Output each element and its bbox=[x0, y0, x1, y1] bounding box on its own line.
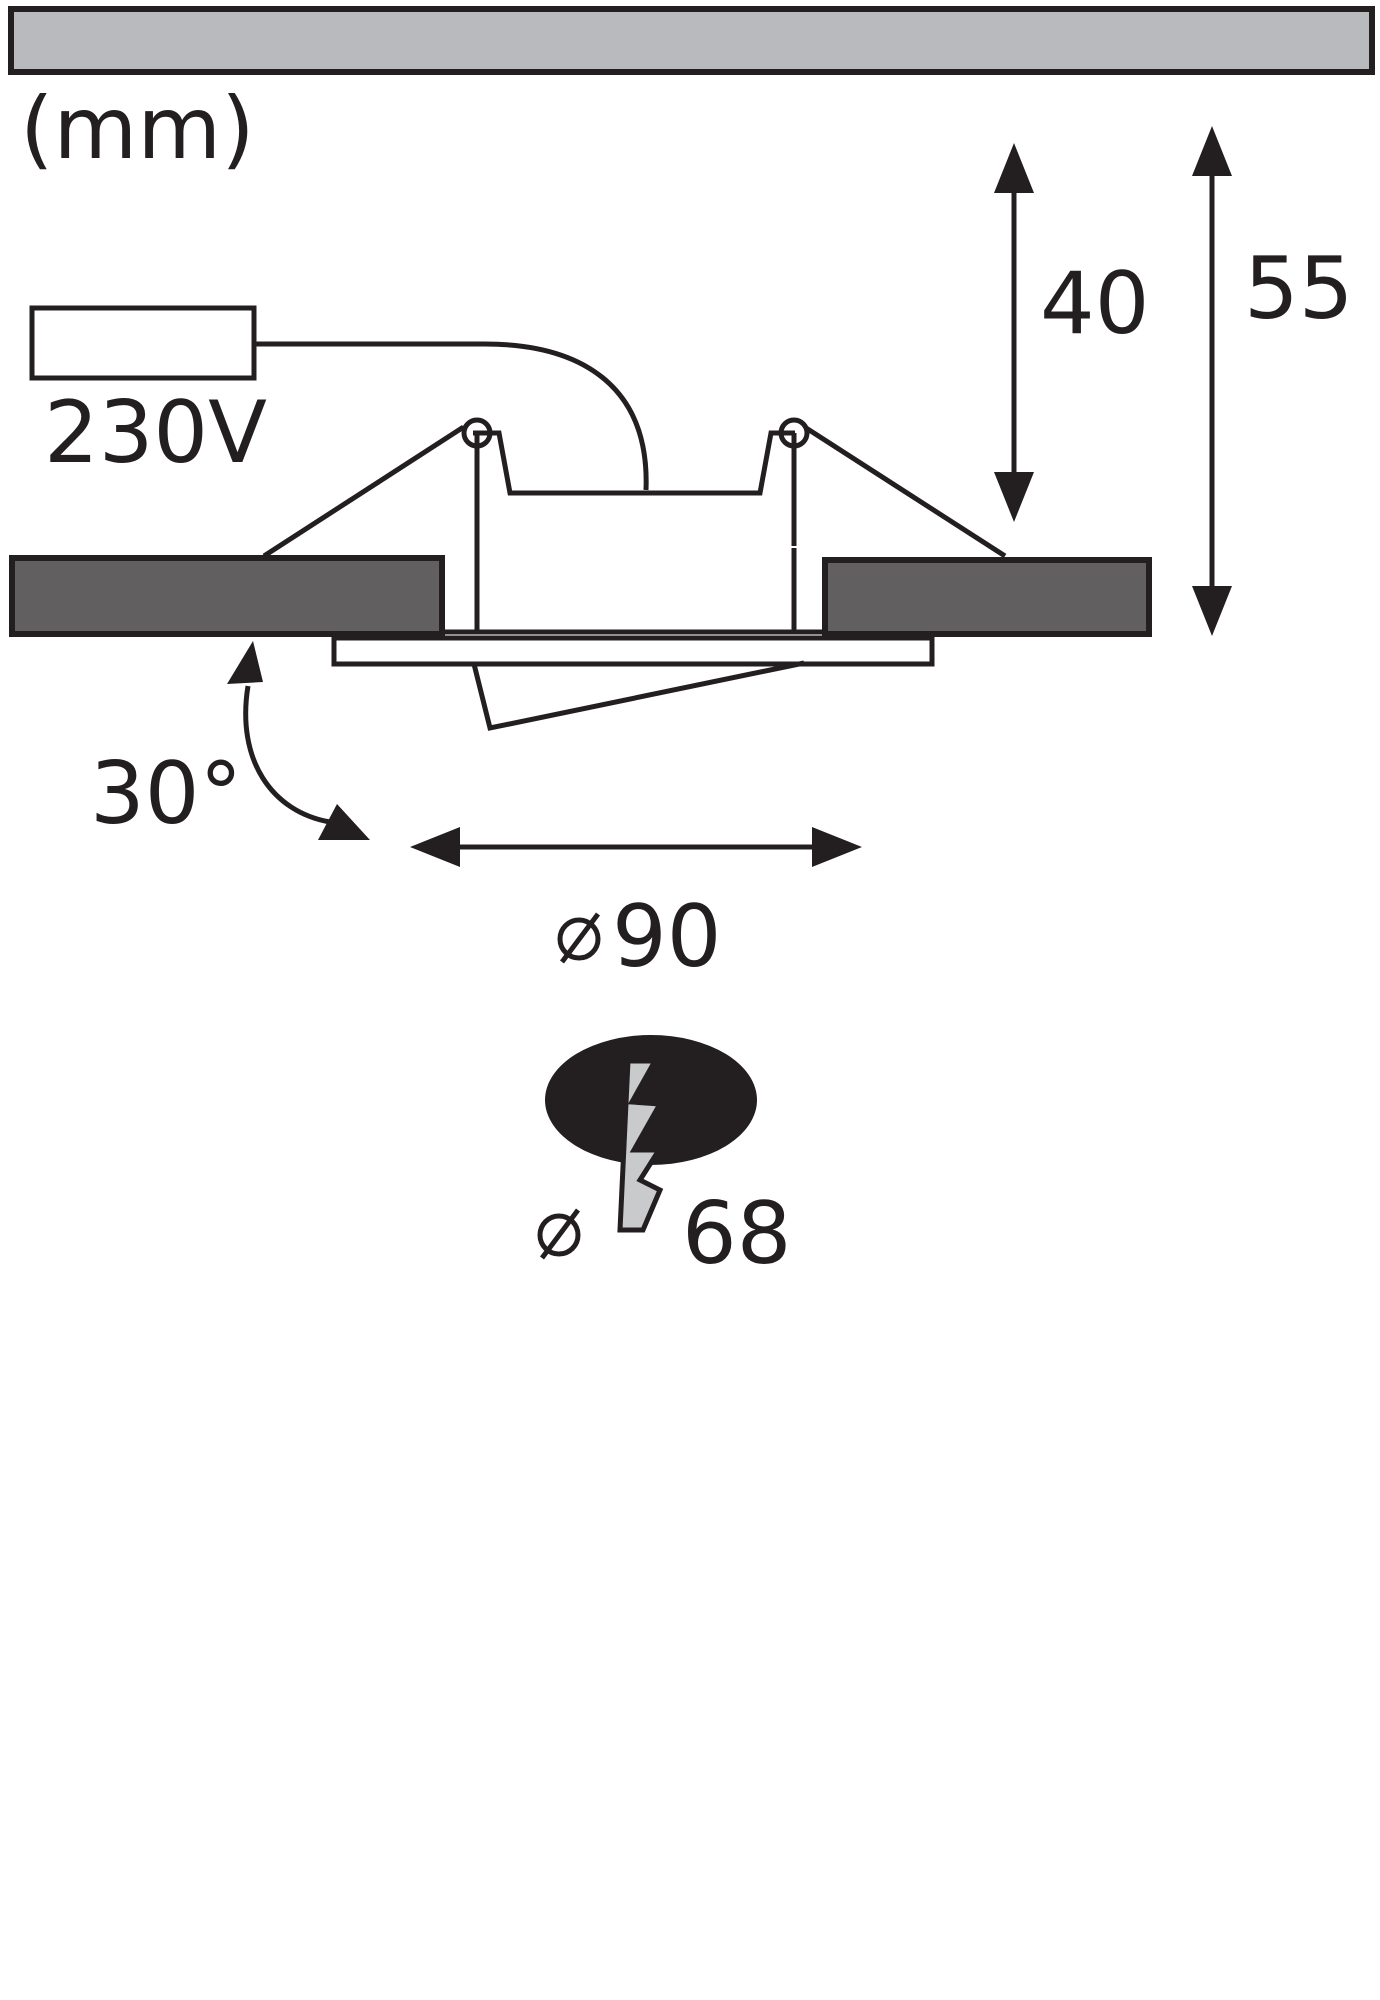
tilt-arrow-bottom bbox=[318, 804, 370, 840]
outer-diameter-arrow-right bbox=[812, 827, 862, 867]
ceiling-panel-right bbox=[822, 557, 1152, 637]
fixture-housing-top bbox=[473, 430, 795, 496]
tilt-arrow-top bbox=[227, 641, 263, 684]
cutout-hole bbox=[545, 1035, 757, 1165]
spring-clip-right bbox=[787, 423, 1007, 559]
trim-ring bbox=[331, 635, 935, 667]
height-inner-label: 40 bbox=[1040, 254, 1149, 354]
voltage-label: 230V bbox=[44, 383, 267, 483]
diameter-icon bbox=[557, 912, 601, 964]
ceiling-panel-left bbox=[9, 555, 445, 637]
tilt-arc bbox=[243, 685, 331, 825]
unit-label: (mm) bbox=[20, 79, 255, 179]
height-total-arrow-top bbox=[1192, 126, 1232, 176]
outer-diameter-label: 90 bbox=[612, 887, 721, 987]
ceiling-material-bar bbox=[8, 6, 1375, 75]
height-total-arrow-bottom bbox=[1192, 586, 1232, 636]
height-inner-arrow-bottom bbox=[994, 472, 1034, 522]
height-total-label: 55 bbox=[1244, 239, 1353, 339]
spring-clip-left bbox=[262, 425, 478, 559]
driver-cable bbox=[254, 341, 649, 491]
tilt-label: 30° bbox=[90, 744, 242, 844]
lightning-bolt-icon bbox=[617, 1058, 665, 1233]
outer-diameter-arrow-left bbox=[410, 827, 460, 867]
tilted-lamp bbox=[471, 660, 805, 731]
cutout-diameter-label: 68 bbox=[682, 1184, 791, 1284]
driver-box bbox=[29, 305, 257, 381]
height-inner-arrow-top bbox=[994, 143, 1034, 193]
cutout-diameter-icon bbox=[537, 1208, 581, 1260]
